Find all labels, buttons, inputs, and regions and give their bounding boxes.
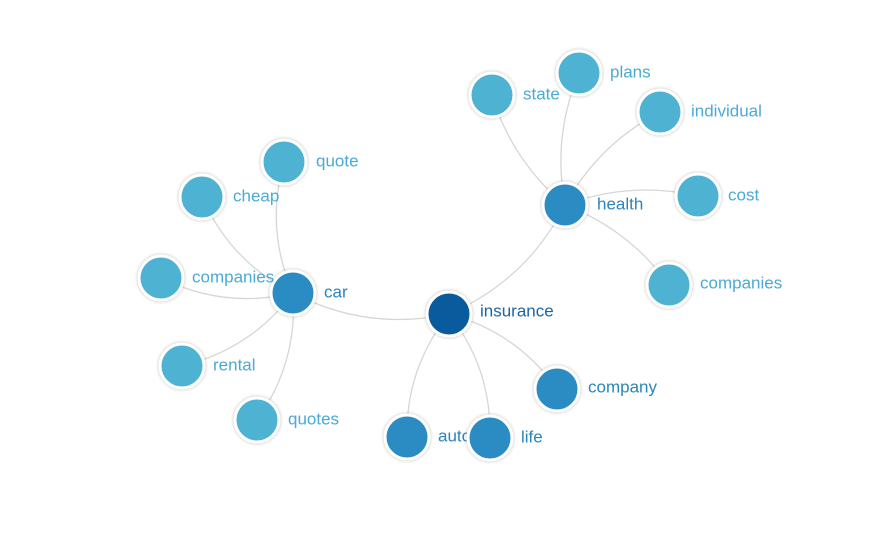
node-label-plans: plans: [610, 62, 651, 81]
node-label-auto: auto: [438, 426, 471, 445]
node-label-cost: cost: [728, 185, 759, 204]
node-rental[interactable]: rental: [158, 342, 256, 390]
node-circle-cheap[interactable]: [178, 173, 226, 221]
node-circle-individual[interactable]: [636, 88, 684, 136]
node-label-quote: quote: [316, 151, 359, 170]
node-circle-life[interactable]: [466, 414, 514, 462]
node-label-health: health: [597, 194, 643, 213]
node-quote[interactable]: quote: [260, 138, 359, 186]
node-circle-car-companies[interactable]: [137, 254, 185, 302]
node-label-rental: rental: [213, 355, 256, 374]
node-label-life: life: [521, 427, 543, 446]
node-cost[interactable]: cost: [674, 172, 759, 220]
node-circle-quotes[interactable]: [233, 396, 281, 444]
node-label-individual: individual: [691, 101, 762, 120]
node-circle-state[interactable]: [468, 71, 516, 119]
node-plans[interactable]: plans: [555, 49, 651, 97]
node-insurance[interactable]: insurance: [425, 290, 554, 338]
node-circle-health-companies[interactable]: [645, 261, 693, 309]
node-label-quotes: quotes: [288, 409, 339, 428]
node-circle-company[interactable]: [533, 365, 581, 413]
node-auto[interactable]: auto: [383, 413, 471, 461]
node-cheap[interactable]: cheap: [178, 173, 279, 221]
node-car-companies[interactable]: companies: [137, 254, 274, 302]
node-state[interactable]: state: [468, 71, 560, 119]
node-label-insurance: insurance: [480, 301, 554, 320]
node-car[interactable]: car: [269, 269, 348, 317]
node-label-health-companies: companies: [700, 273, 782, 292]
node-circle-auto[interactable]: [383, 413, 431, 461]
node-label-cheap: cheap: [233, 186, 279, 205]
node-label-car: car: [324, 282, 348, 301]
node-circle-quote[interactable]: [260, 138, 308, 186]
node-individual[interactable]: individual: [636, 88, 762, 136]
node-company[interactable]: company: [533, 365, 657, 413]
node-quotes[interactable]: quotes: [233, 396, 339, 444]
node-label-state: state: [523, 84, 560, 103]
node-label-car-companies: companies: [192, 267, 274, 286]
node-circle-insurance[interactable]: [425, 290, 473, 338]
node-circle-car[interactable]: [269, 269, 317, 317]
node-life[interactable]: life: [466, 414, 543, 462]
node-health[interactable]: health: [541, 181, 643, 229]
link-insurance-health: [448, 204, 566, 315]
nodes-layer: insurance health car company auto life state pl…: [137, 49, 782, 462]
node-circle-plans[interactable]: [555, 49, 603, 97]
node-label-company: company: [588, 377, 657, 396]
node-circle-cost[interactable]: [674, 172, 722, 220]
node-circle-rental[interactable]: [158, 342, 206, 390]
node-circle-health[interactable]: [541, 181, 589, 229]
node-health-companies[interactable]: companies: [645, 261, 782, 309]
